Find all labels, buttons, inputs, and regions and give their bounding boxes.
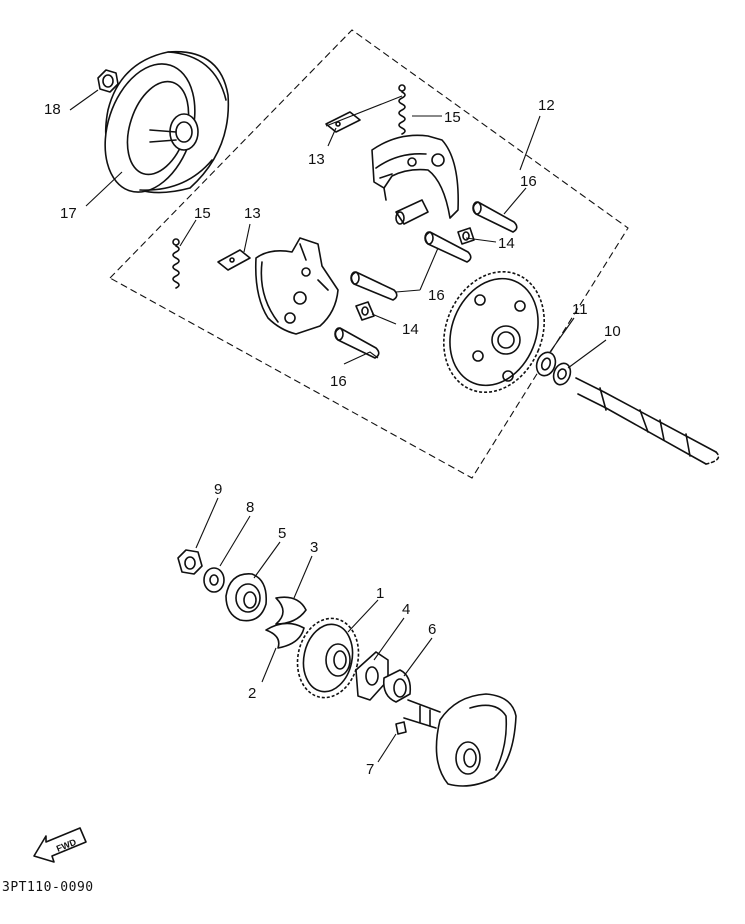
shoe-plate-upper xyxy=(325,111,361,133)
callout-1: 1 xyxy=(376,585,384,602)
clip-3 xyxy=(275,596,307,625)
clutch-housing xyxy=(104,50,230,194)
callout-17: 17 xyxy=(60,205,77,222)
forward-arrow: FWD xyxy=(33,827,87,863)
nut-9 xyxy=(177,549,203,575)
plate-4 xyxy=(355,651,389,701)
callout-16-upper: 16 xyxy=(520,173,537,190)
gear-1 xyxy=(296,617,360,699)
callout-2: 2 xyxy=(248,685,256,702)
housing-nut xyxy=(97,69,119,93)
callout-11: 11 xyxy=(572,301,588,318)
pin-lower-b xyxy=(334,327,380,359)
callout-15-lower: 15 xyxy=(194,205,211,222)
clutch-shoe-lower xyxy=(254,237,339,335)
primary-drive-shaft-end xyxy=(403,699,441,729)
collar-upper xyxy=(457,227,475,245)
key-7 xyxy=(395,721,407,735)
callout-15-upper: 15 xyxy=(444,109,461,126)
callout-12: 12 xyxy=(538,97,555,114)
callout-13-upper: 13 xyxy=(308,151,325,168)
callout-18: 18 xyxy=(44,101,61,118)
callout-14-upper: 14 xyxy=(498,235,515,252)
assembly-boundary xyxy=(109,29,629,479)
callout-4: 4 xyxy=(402,601,410,618)
document-code: 3PT110-0090 xyxy=(2,880,94,895)
pin-middle xyxy=(424,231,472,263)
callout-3: 3 xyxy=(310,539,318,556)
callout-9: 9 xyxy=(214,481,222,498)
washer-11 xyxy=(535,351,557,377)
cover-plate xyxy=(435,693,517,787)
shoe-plate-lower xyxy=(217,249,251,271)
leader-lines xyxy=(69,89,607,763)
callout-8: 8 xyxy=(246,499,254,516)
washer-8 xyxy=(203,567,225,593)
callout-16-middle: 16 xyxy=(428,287,445,304)
collar-5 xyxy=(225,573,268,622)
pin-lower-a xyxy=(350,271,398,301)
callout-14-lower: 14 xyxy=(402,321,419,338)
callout-10: 10 xyxy=(604,323,621,340)
callout-5: 5 xyxy=(278,525,286,542)
bushing-6 xyxy=(382,669,412,703)
clutch-shoe-upper xyxy=(371,134,459,225)
pin-upper xyxy=(472,201,518,233)
washer-10 xyxy=(552,362,572,386)
callouts: 1 2 3 4 5 6 7 8 9 10 11 12 13 13 14 14 1… xyxy=(44,97,621,778)
callout-7: 7 xyxy=(366,761,374,778)
callout-13-lower: 13 xyxy=(244,205,261,222)
clip-2 xyxy=(265,622,305,649)
crankshaft xyxy=(575,377,720,465)
callout-6: 6 xyxy=(428,621,436,638)
shoe-spring-upper xyxy=(398,84,406,135)
callout-16-lower: 16 xyxy=(330,373,347,390)
shoe-spring-lower xyxy=(172,238,180,289)
collar-lower xyxy=(355,301,375,321)
carrier-gear xyxy=(442,270,546,394)
